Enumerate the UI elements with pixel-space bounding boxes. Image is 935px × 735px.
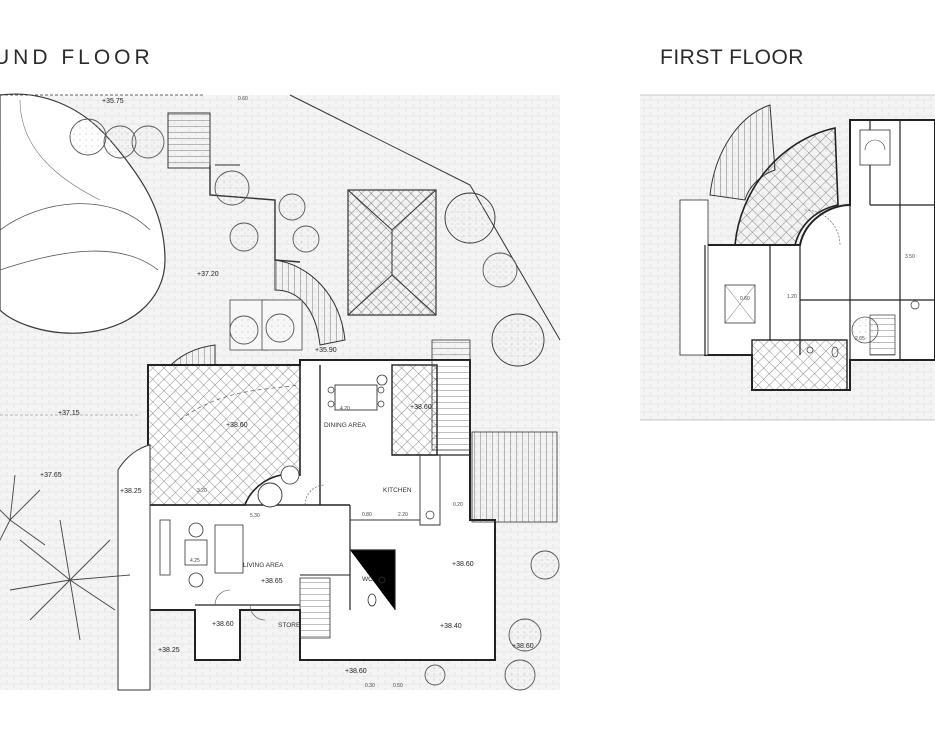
level-label: +35.90 [315,347,337,354]
dimension-label: 0.60 [238,96,248,102]
dimension-label: 2.20 [398,512,408,518]
room-label-kitchen: KITCHEN [383,487,412,494]
dimension-label: 4.25 [190,558,200,564]
dimension-label: 1.20 [787,294,797,300]
level-label: +37.20 [197,271,219,278]
level-label: +38.40 [440,623,462,630]
room-label-living: LIVING AREA [243,562,284,569]
ground-floor-title: UND FLOOR [0,46,154,69]
level-label: +38.25 [158,647,180,654]
level-label: +38.60 [452,561,474,568]
level-label: +38.60 [212,621,234,628]
level-label: +38.25 [120,488,142,495]
tree-group [69,118,560,691]
dimension-label: 3.20 [197,488,207,494]
first-floor-title: FIRST FLOOR [660,46,804,69]
level-label: +38.65 [261,578,283,585]
level-label: +37.15 [58,410,80,417]
level-label: +38.60 [226,422,248,429]
dimension-label: 2.05 [855,336,865,342]
dimension-label: 0.30 [365,683,375,689]
dimension-label: 0.80 [362,512,372,518]
level-label: +37.65 [40,472,62,479]
dimension-label: 0.20 [453,502,463,508]
dimension-label: 0.60 [740,296,750,302]
level-label: +38.60 [345,668,367,675]
room-label-store: STORE [278,622,301,629]
dimension-label: 0.50 [393,683,403,689]
dimension-label: 5.30 [250,513,260,519]
room-label-dining: DINING AREA [324,422,367,429]
level-label: +35.75 [102,98,124,105]
room-label-wc: WC [362,576,373,583]
dimension-label: 4.20 [340,406,350,412]
first-floor-plan: 0.60 3.50 1.20 2.05 [640,94,935,421]
level-label: +38.60 [410,404,432,411]
dimension-label: 3.50 [905,254,915,260]
level-label: +38.60 [512,643,534,650]
